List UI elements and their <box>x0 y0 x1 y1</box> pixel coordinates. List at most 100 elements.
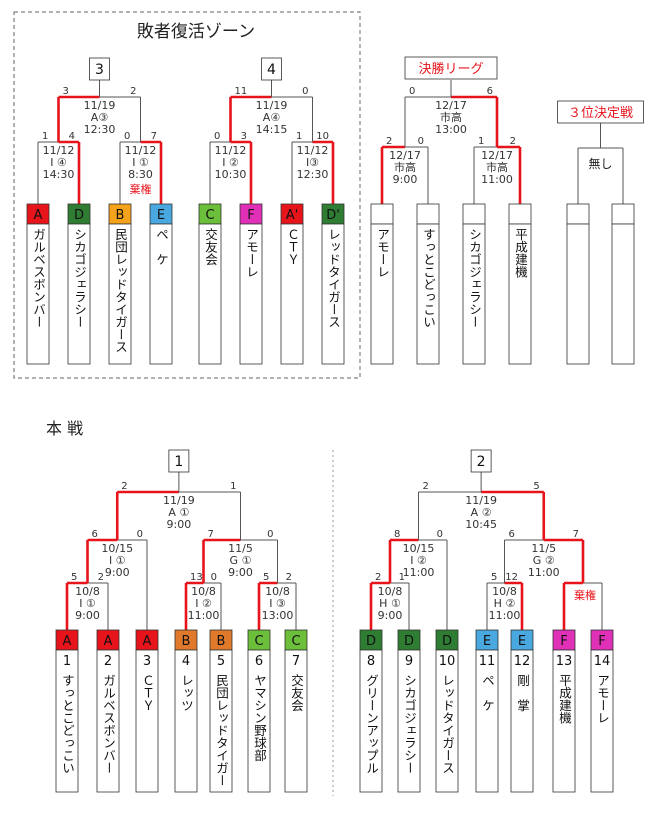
rep1-final-venue: A④ <box>263 111 281 124</box>
main0-team-3-name-wrap: レッツ <box>179 674 194 712</box>
rep1-semi-1-date: 11/12 <box>297 144 329 157</box>
main0-final-right-score: 1 <box>230 481 236 492</box>
rep1-team-2-tag: A' <box>286 208 298 223</box>
rep0-team-0-name: ガルベスボンバー <box>31 228 46 328</box>
rep1-team-3-name-box <box>321 223 345 365</box>
main0-team-5-name: ヤマシン野球部 <box>252 674 267 762</box>
rep0-semi-1-right-score: 7 <box>151 131 157 142</box>
main1-final-right-score: 5 <box>533 481 539 492</box>
main1-team-2-tag: D <box>442 634 452 649</box>
main0-team-3-number: 4 <box>182 654 190 669</box>
main1-quarter-1-left-score: 5 <box>491 572 497 583</box>
main1-team-2-name-wrap: レッドタイガース <box>440 674 455 774</box>
rep1-team-3-tag: D' <box>326 208 340 223</box>
fl-semi-1-right-score: 2 <box>510 136 516 147</box>
main0-semi-0-time: 9:00 <box>105 566 130 579</box>
main0-quarter-1-date: 10/8 <box>191 585 216 598</box>
rep0-team-0-name-box <box>26 223 50 365</box>
main1-quarter-0-venue: H ① <box>379 597 401 610</box>
fl-final-venue: 市高 <box>440 110 462 124</box>
rep1-team-0-name-box <box>198 223 222 365</box>
rep0-bracket-number: 3 <box>95 62 104 78</box>
main0-semi-1-left-score: 7 <box>208 529 214 540</box>
main1-final-left-score: 2 <box>423 481 429 492</box>
fl-team-3-name-wrap: 平成建機 <box>513 228 528 278</box>
rep1-team-0-name-wrap: 交友会 <box>203 228 218 266</box>
rep0-semi-0-date: 11/12 <box>43 144 75 157</box>
rep0-semi-0-right-score: 4 <box>69 131 75 142</box>
main0-team-2-name-wrap: ＣＴＹ <box>140 674 155 712</box>
rep0-team-2-name: 民団レッドタイガース <box>113 228 128 353</box>
main1-quarter-0-date: 10/8 <box>378 585 403 598</box>
fl-semi-1-time: 11:00 <box>481 173 513 186</box>
rep0-team-3-tag: E <box>157 208 165 223</box>
rep1-bracket-number: 4 <box>267 62 276 78</box>
rep0-team-0-name-wrap: ガルベスボンバー <box>31 228 46 328</box>
rep0-team-1-tag: D <box>74 208 84 223</box>
rep1-team-1-name-wrap: アモーレ <box>244 228 259 278</box>
tp-slot-1-tag-box <box>611 203 635 225</box>
main1-team-5-number: 13 <box>556 654 573 669</box>
main0-final-date: 11/19 <box>163 494 195 507</box>
fl-team-0-name: アモーレ <box>375 228 390 278</box>
fl-team-3-name: 平成建機 <box>513 228 528 278</box>
main1-semi-1-date: 11/5 <box>531 542 556 555</box>
main0-quarter-2-right-score: 2 <box>286 572 292 583</box>
main0-team-1-number: 2 <box>104 654 112 669</box>
fl-semi-1-left-score: 1 <box>478 136 484 147</box>
main0-team-6-name-wrap: 交友会 <box>289 674 304 712</box>
main0-bracket-number: 1 <box>174 454 183 470</box>
rep0-team-3-name: ペ ケ <box>154 228 169 266</box>
main1-team-1-tag: D <box>404 634 414 649</box>
main0-quarter-1-time: 11:00 <box>188 609 220 622</box>
main1-team-2-number: 10 <box>439 654 456 669</box>
fl-team-1-name: すっとこどっこい <box>421 228 436 328</box>
rep0-team-2-tag: B <box>116 208 125 223</box>
tp-title: ３位決定戦 <box>568 106 633 121</box>
main0-quarter-0-venue: I ① <box>79 597 96 610</box>
main0-quarter-2-venue: I ③ <box>269 597 286 610</box>
rep1-team-2-name: ＣＴＹ <box>285 228 300 266</box>
main1-team-1-name-wrap: シカゴジェラシー <box>402 674 417 774</box>
main1-team-2-name-box <box>435 649 459 793</box>
main0-team-0-name-wrap: すっとこどっこい <box>60 674 75 774</box>
main0-semi-1-right-score: 0 <box>267 529 273 540</box>
rep0-final-right-score: 2 <box>130 86 136 97</box>
rep0-team-1-name: シカゴジェラシー <box>72 228 87 328</box>
fl-team-3-tag-box <box>508 203 532 225</box>
rep1-semi-1-time: 12:30 <box>297 168 329 181</box>
main0-team-3-tag: B <box>182 634 191 649</box>
main1-quarter-0-time: 9:00 <box>378 609 403 622</box>
main0-semi-0-left-score: 6 <box>92 529 98 540</box>
rep0-team-0-tag: A <box>34 208 43 223</box>
main1-quarter-1-time: 11:00 <box>489 609 521 622</box>
main1-semi-0-time: 11:00 <box>403 566 435 579</box>
main1-team-5-name-box <box>552 649 576 793</box>
main1-team-0-name-wrap: グリーンアップル <box>364 674 379 774</box>
fl-team-2-name: シカゴジェラシー <box>467 228 482 328</box>
main0-quarter-2-left-score: 5 <box>263 572 269 583</box>
main1-team-1-name: シカゴジェラシー <box>402 674 417 774</box>
main1-team-2-name: レッドタイガース <box>440 674 455 774</box>
fl-team-1-tag-box <box>416 203 440 225</box>
main0-team-0-tag: A <box>63 634 72 649</box>
main1-team-4-name: 剛 掌 <box>515 674 530 712</box>
main0-team-0-name: すっとこどっこい <box>60 674 75 774</box>
main1-quarter-1-venue: H ② <box>494 597 516 610</box>
main0-team-6-tag: C <box>291 634 300 649</box>
main1-team-3-number: 11 <box>479 654 496 669</box>
rep1-final-date: 11/19 <box>256 99 288 112</box>
main0-quarter-0-left-score: 5 <box>71 572 77 583</box>
rep1-team-3-name: レッドタイガース <box>326 228 341 328</box>
rep0-semi-0-left-score: 1 <box>42 131 48 142</box>
main1-semi-0-left-score: 8 <box>394 529 400 540</box>
main0-team-3-name-box <box>174 649 198 793</box>
main0-team-4-number: 5 <box>217 654 225 669</box>
main1-final-venue: A ② <box>471 506 492 519</box>
main1-quarter-0-left-score: 2 <box>375 572 381 583</box>
main0-team-1-name-wrap: ガルベスボンバー <box>101 674 116 774</box>
main1-semi-0-venue: I ② <box>410 554 427 567</box>
